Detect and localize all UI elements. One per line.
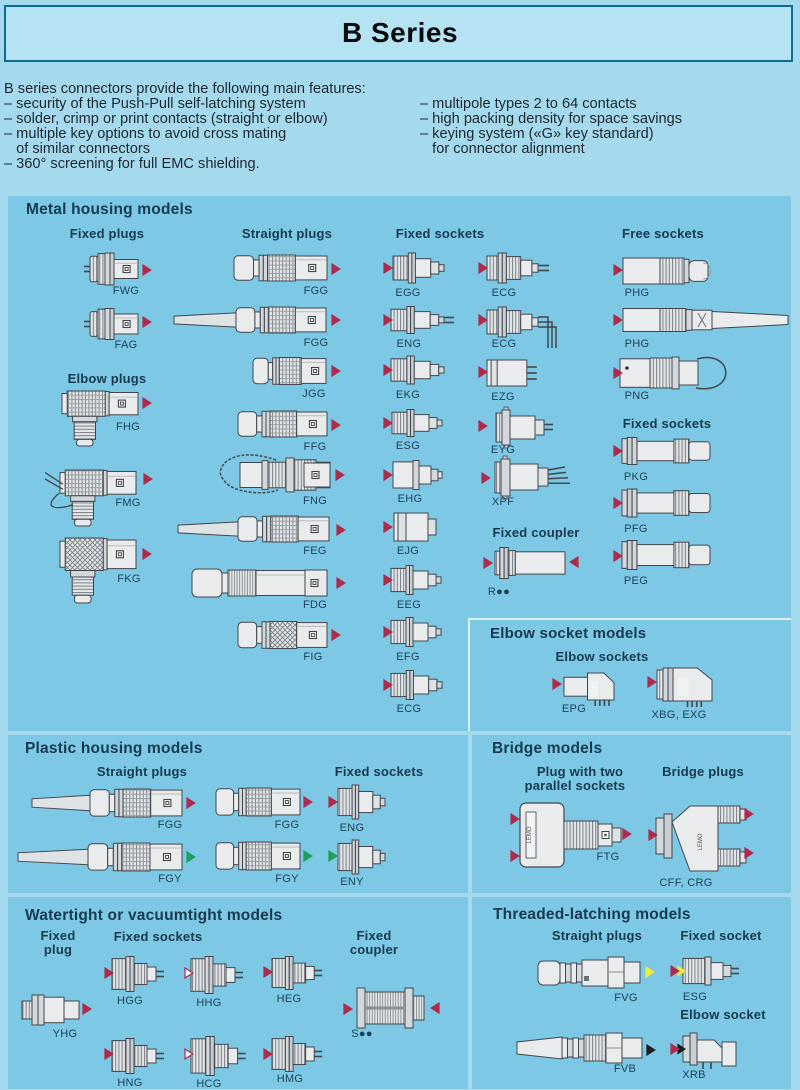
svg-text:LEMO: LEMO	[698, 833, 704, 850]
svg-text:LEMO: LEMO	[527, 826, 533, 843]
